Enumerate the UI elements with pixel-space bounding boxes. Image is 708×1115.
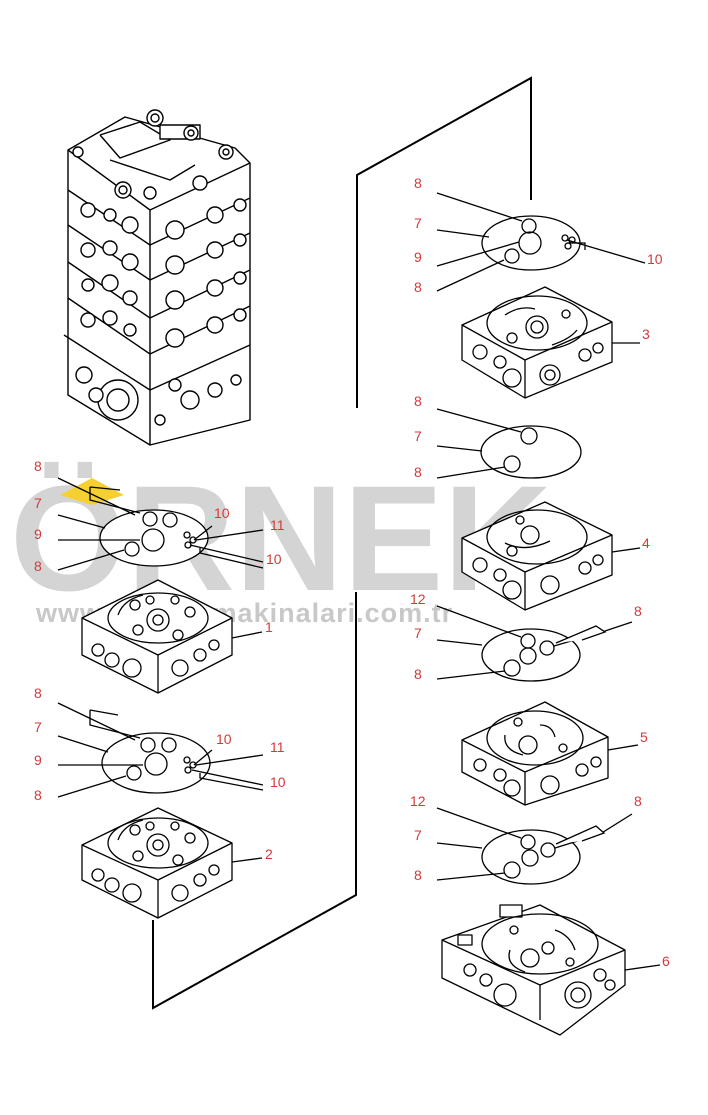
seal-group-upper-left: [57, 477, 264, 571]
callout-g2-8a: 8: [414, 393, 422, 409]
callout-g5-8b: 8: [34, 558, 42, 574]
callout-g5-10b: 10: [266, 551, 282, 567]
watermark-logo-accent: [60, 478, 124, 505]
seal-group-lower-right-1: [436, 605, 633, 682]
callout-g1-7: 7: [414, 215, 422, 231]
callout-part-6: 6: [662, 953, 670, 969]
seal-group-top-right: [436, 192, 646, 292]
callout-g4-8a: 8: [414, 867, 422, 883]
callout-g3-7: 7: [414, 625, 422, 641]
callout-g4-12: 12: [410, 793, 426, 809]
valve-section-1: [81, 579, 263, 694]
callout-g5-7: 7: [34, 495, 42, 511]
seal-group-lower-right-2: [436, 807, 633, 885]
callout-g3-8b: 8: [634, 603, 642, 619]
callout-part-4: 4: [642, 535, 650, 551]
valve-section-6: [441, 904, 661, 1036]
callout-g1-10: 10: [647, 251, 663, 267]
callout-g4-8b: 8: [634, 793, 642, 809]
callout-g1-9: 9: [414, 249, 422, 265]
valve-section-5: [461, 701, 639, 806]
callout-g1-8a: 8: [414, 175, 422, 191]
callout-g6-10a: 10: [216, 731, 232, 747]
connector-bottom: [152, 592, 357, 1010]
callout-g6-10b: 10: [270, 774, 286, 790]
callout-g6-9: 9: [34, 752, 42, 768]
connector-top: [356, 76, 532, 408]
callout-g6-11: 11: [270, 739, 285, 755]
connector-lines: [152, 76, 532, 1010]
callout-g6-7: 7: [34, 719, 42, 735]
valve-section-4: [461, 501, 641, 611]
callout-g2-7: 7: [414, 428, 422, 444]
callout-g5-9: 9: [34, 526, 42, 542]
callout-g6-8b: 8: [34, 787, 42, 803]
callout-part-3: 3: [642, 326, 650, 342]
valve-section-2: [81, 807, 263, 919]
seal-group-middle-right: [436, 408, 582, 479]
callout-g5-11: 11: [270, 517, 285, 533]
callout-part-1: 1: [265, 619, 273, 635]
valve-section-3: [461, 286, 640, 399]
callout-g4-7: 7: [414, 827, 422, 843]
callout-g5-10a: 10: [214, 505, 230, 521]
callout-g1-8b: 8: [414, 279, 422, 295]
callout-g2-8b: 8: [414, 464, 422, 480]
callout-g5-8a: 8: [34, 458, 42, 474]
assembled-valve-stack: [63, 109, 251, 446]
callout-g3-12: 12: [410, 591, 426, 607]
callout-g6-8a: 8: [34, 685, 42, 701]
callout-g3-8a: 8: [414, 666, 422, 682]
callout-part-2: 2: [265, 846, 273, 862]
callout-part-5: 5: [640, 729, 648, 745]
seal-group-lower-left: [57, 702, 264, 798]
